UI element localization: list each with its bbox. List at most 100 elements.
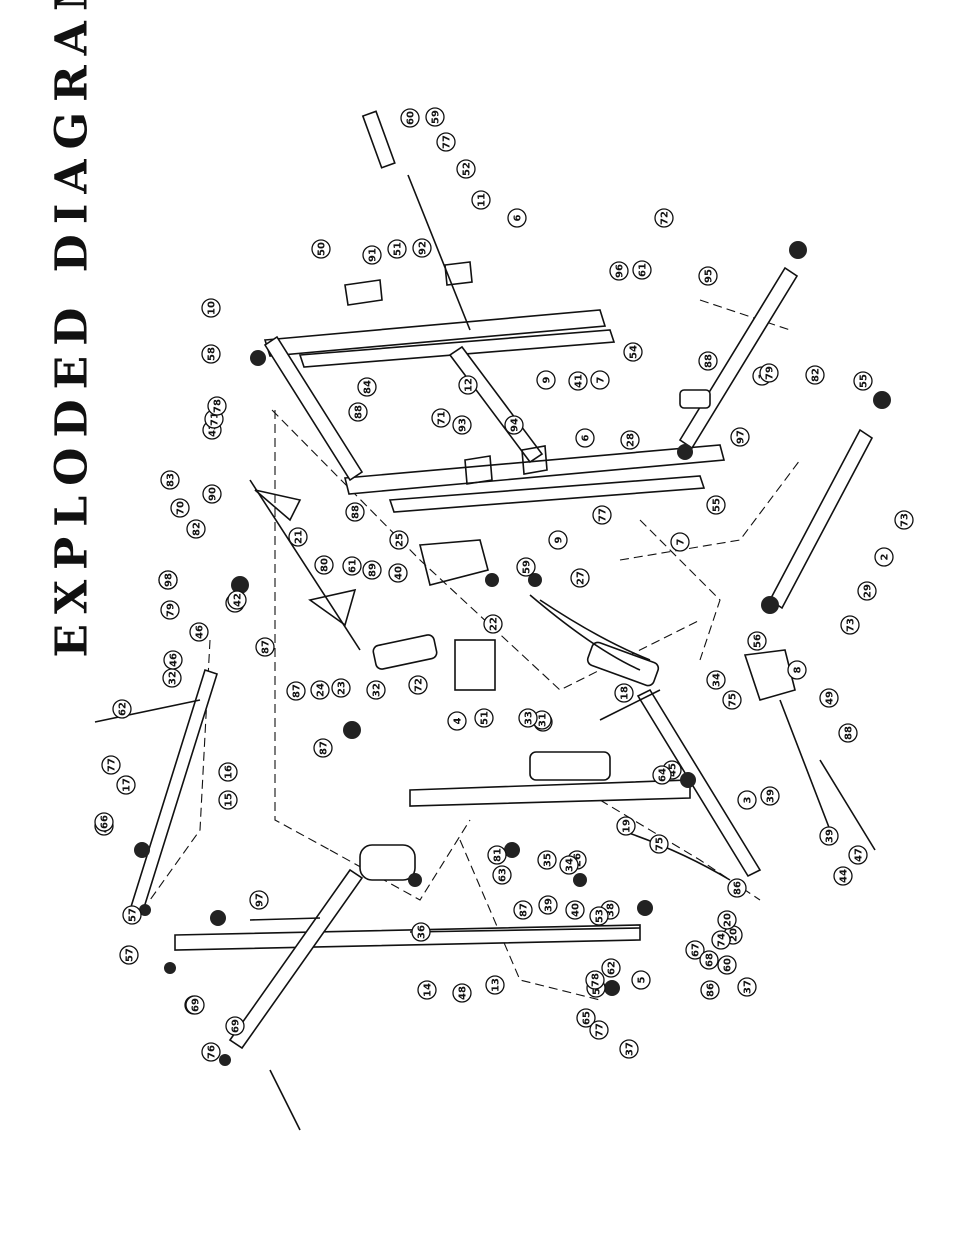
callout-69: 69	[185, 995, 205, 1015]
callout-circle	[787, 660, 807, 680]
pulley-61	[485, 573, 499, 587]
callout-number: 33	[524, 711, 535, 725]
callout-circle	[894, 510, 914, 530]
callout-circle	[388, 563, 408, 583]
weight-plate-29	[359, 844, 416, 881]
callout-62: 62	[601, 958, 621, 978]
callout-number: 24	[316, 683, 327, 697]
callout-53: 53	[589, 906, 609, 926]
callout-60: 60	[400, 108, 420, 128]
callout-75: 75	[649, 834, 669, 854]
callout-circle	[589, 1020, 609, 1040]
callout-number: 26	[573, 853, 584, 867]
callout-number: 92	[418, 241, 429, 255]
arm-26	[418, 539, 489, 586]
callout-circle	[670, 532, 690, 552]
callout-circle	[609, 261, 629, 281]
callout-60: 60	[717, 955, 737, 975]
callout-number: 37	[625, 1042, 636, 1056]
callout-number: 21	[294, 530, 305, 544]
pulley-46	[680, 772, 696, 788]
pulley-73	[210, 910, 226, 926]
callout-number: 11	[477, 193, 488, 207]
callout-61: 61	[632, 260, 652, 280]
callout-84: 84	[357, 377, 377, 397]
callout-circle	[313, 738, 333, 758]
callout-circle	[507, 208, 527, 228]
callout-number: 17	[122, 778, 133, 792]
callout-number: 72	[660, 211, 671, 225]
callout-22: 22	[483, 614, 503, 634]
callout-circle	[458, 375, 478, 395]
callout-number: 40	[571, 903, 582, 917]
callout-number: 43	[208, 423, 219, 437]
callout-circle	[201, 298, 221, 318]
callout-number: 55	[712, 498, 723, 512]
callout-number: 79	[765, 366, 776, 380]
rod-31	[819, 759, 876, 851]
callout-90: 90	[202, 484, 222, 504]
callout-circle	[840, 615, 860, 635]
callout-circle	[585, 970, 605, 990]
callout-94: 94	[504, 415, 524, 435]
foot-60b	[164, 962, 176, 974]
callout-number: 19	[622, 819, 633, 833]
callout-number: 59	[522, 560, 533, 574]
callout-52: 52	[456, 159, 476, 179]
callout-circle	[559, 855, 579, 875]
callout-circle	[700, 980, 720, 1000]
callout-72: 72	[654, 208, 674, 228]
callout-2: 2	[874, 547, 894, 567]
callout-circle	[737, 977, 757, 997]
callout-circle	[685, 940, 705, 960]
callout-92: 92	[412, 238, 432, 258]
callout-circle	[614, 683, 634, 703]
callout-51: 51	[474, 708, 494, 728]
callout-39: 39	[760, 786, 780, 806]
callout-7: 7	[670, 532, 690, 552]
callout-number: 51	[393, 242, 404, 256]
pads-and-arms	[254, 261, 796, 881]
callout-6: 6	[575, 428, 595, 448]
callout-number: 59	[431, 110, 442, 124]
callout-77: 77	[436, 132, 456, 152]
callout-88: 88	[348, 402, 368, 422]
rod-41	[779, 699, 831, 831]
callout-13: 13	[485, 975, 505, 995]
callout-number: 66	[100, 815, 111, 829]
callout-circle	[314, 555, 334, 575]
callout-number: 49	[825, 691, 836, 705]
upright-tube-7a	[298, 329, 616, 368]
callout-number: 46	[169, 653, 180, 667]
callout-number: 84	[363, 380, 374, 394]
callout-number: 20	[729, 928, 740, 942]
callout-number: 88	[844, 726, 855, 740]
callout-circle	[101, 755, 121, 775]
callout-49: 49	[819, 688, 839, 708]
callout-58: 58	[201, 344, 221, 364]
callout-82: 82	[186, 519, 206, 539]
callout-circle	[94, 812, 114, 832]
callout-number: 71	[437, 411, 448, 425]
callout-number: 86	[706, 983, 717, 997]
callout-circle	[116, 775, 136, 795]
callout-number: 8	[793, 666, 804, 673]
callout-number: 35	[543, 853, 554, 867]
callout-number: 44	[839, 869, 850, 883]
sleeve-62	[361, 110, 396, 169]
callout-circle	[649, 834, 669, 854]
callout-circle	[412, 238, 432, 258]
callout-circle	[218, 762, 238, 782]
callout-number: 67	[691, 943, 702, 957]
foot-73	[219, 1054, 231, 1066]
callout-number: 88	[704, 354, 715, 368]
pulley-40	[637, 900, 653, 916]
callout-circle	[249, 890, 269, 910]
callout-95: 95	[698, 266, 718, 286]
callout-circle	[857, 581, 877, 601]
callout-circle	[436, 132, 456, 152]
callout-number: 94	[510, 418, 521, 432]
callout-number: 20	[723, 913, 734, 927]
callout-number: 41	[574, 374, 585, 388]
callout-number: 42	[233, 593, 244, 607]
